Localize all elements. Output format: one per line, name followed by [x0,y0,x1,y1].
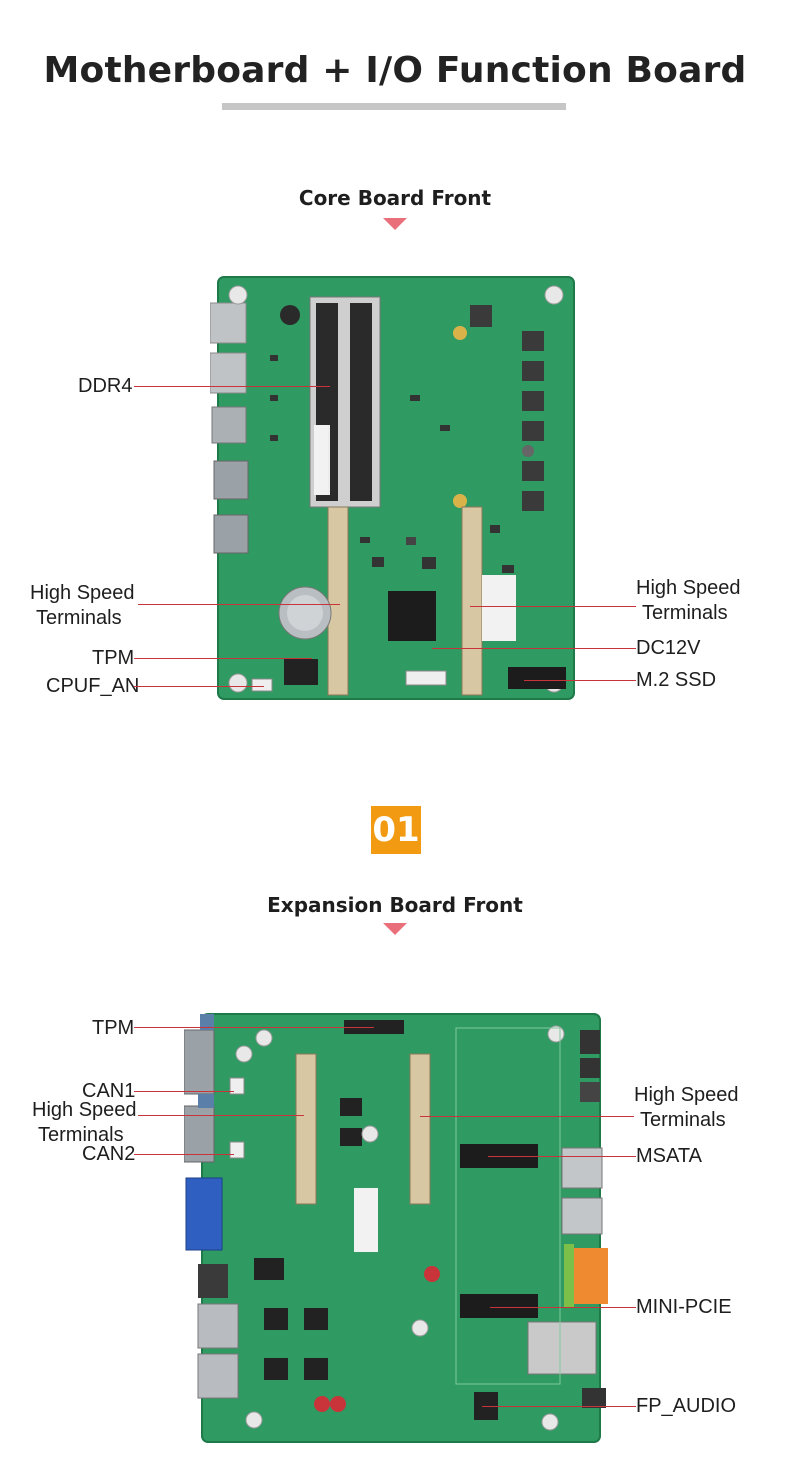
label-mini-pcie: MINI-PCIE [636,1296,732,1318]
title-underline [222,103,566,110]
label-high-speed-right-1: High Speed [636,577,741,599]
label-ddr4: DDR4 [78,375,133,397]
leader-line [134,386,330,387]
leader-line [482,1406,636,1407]
leader-line [134,1154,234,1155]
leader-line [470,606,636,607]
label-exp-tpm: TPM [92,1017,135,1039]
leader-line [490,1307,636,1308]
label-high-speed-left-2: Terminals [36,607,122,629]
label-cpuf-an: CPUF_AN [46,675,140,697]
expansion-board-pointer-icon [383,923,407,935]
label-exp-high-speed-right-2: Terminals [640,1109,726,1131]
leader-line [138,604,340,605]
step-badge: 01 [371,806,421,854]
leader-line [134,686,264,687]
expansion-board-title: Expansion Board Front [267,893,523,917]
label-fp-audio: FP_AUDIO [636,1395,737,1417]
label-exp-high-speed-right-1: High Speed [634,1084,739,1106]
core-board-image [210,276,575,700]
label-m2-ssd: M.2 SSD [636,669,717,691]
leader-line [134,1091,234,1092]
label-exp-high-speed-left-1: High Speed [32,1099,137,1121]
expansion-board-image [184,1013,608,1443]
leader-line [134,658,312,659]
label-can2: CAN2 [82,1143,136,1165]
leader-line [420,1116,634,1117]
label-tpm: TPM [92,647,135,669]
core-board-title: Core Board Front [298,186,492,210]
leader-line [138,1115,304,1116]
core-board-pointer-icon [383,218,407,230]
label-exp-high-speed-left-2: Terminals [38,1124,124,1146]
leader-line [432,648,636,649]
main-title: Motherboard + I/O Function Board [43,50,747,91]
label-dc12v: DC12V [636,637,701,659]
leader-line [488,1156,636,1157]
label-can1: CAN1 [82,1080,136,1102]
leader-line [524,680,636,681]
label-high-speed-left-1: High Speed [30,582,135,604]
label-msata: MSATA [636,1145,702,1167]
label-high-speed-right-2: Terminals [642,602,728,624]
leader-line [134,1027,374,1028]
